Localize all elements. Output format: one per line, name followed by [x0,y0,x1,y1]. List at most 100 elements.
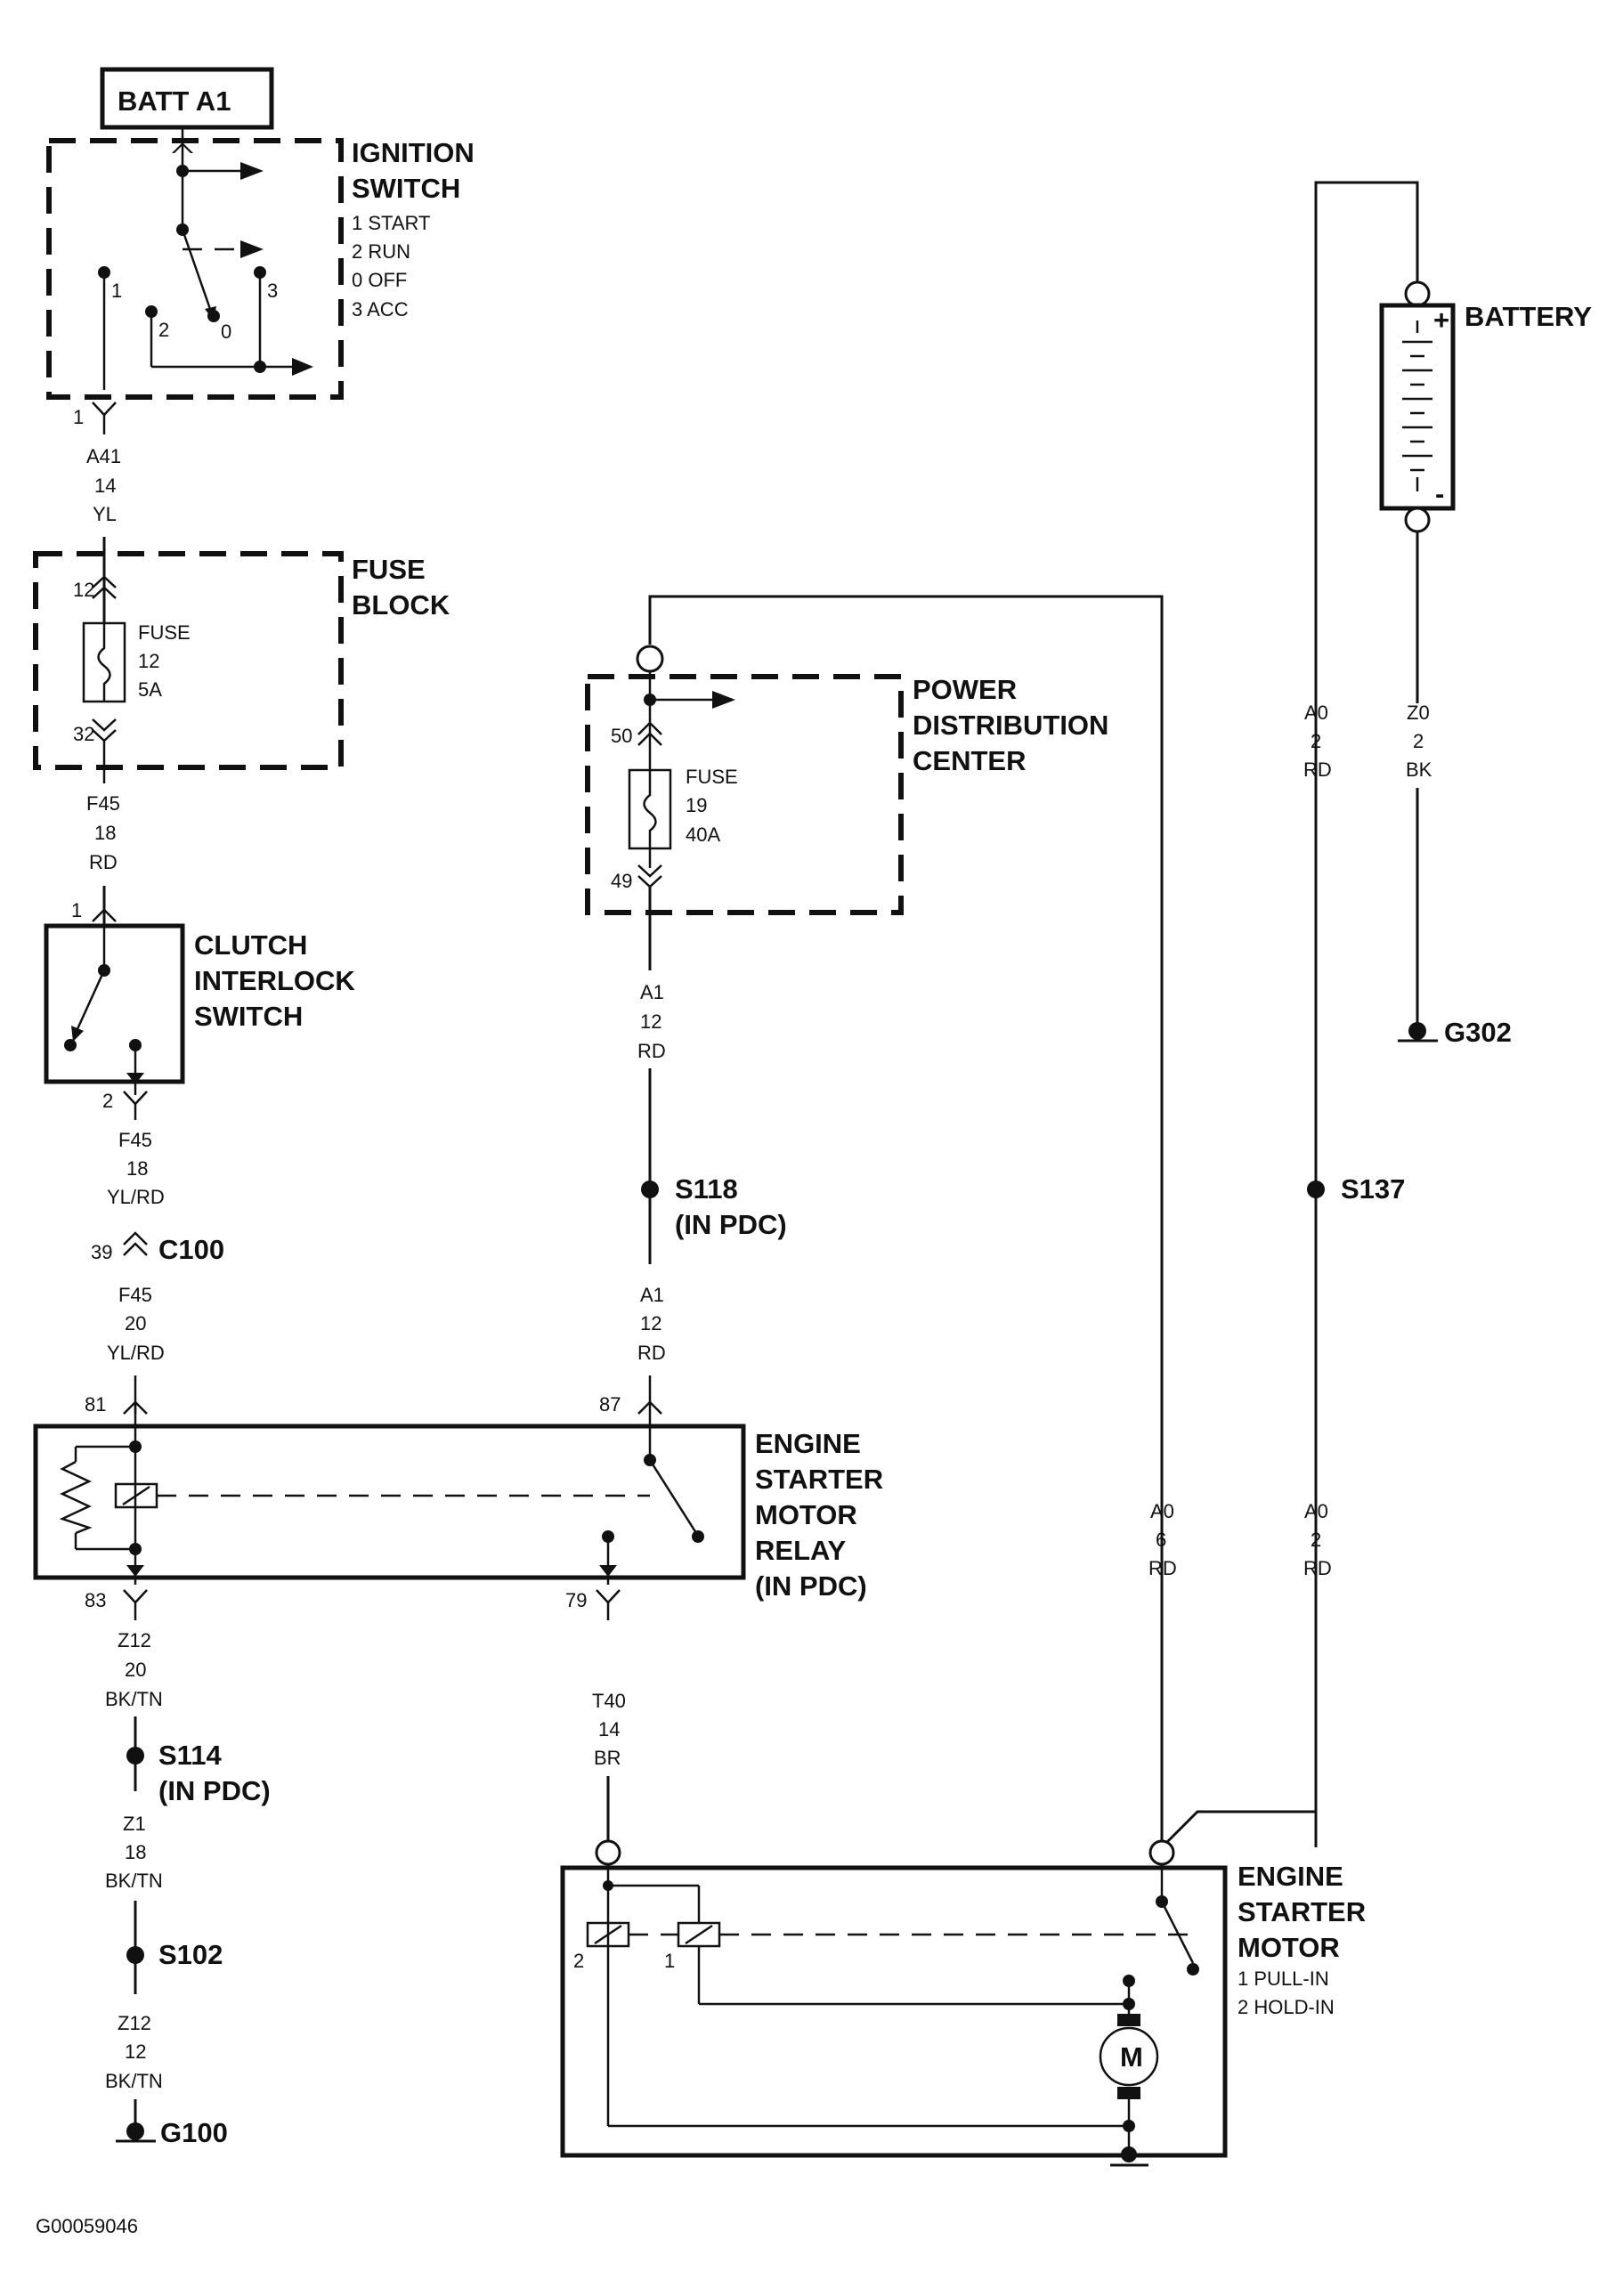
wire-z1-color: BK/TN [105,1870,163,1892]
wire-z12-a-gauge: 20 [125,1659,146,1681]
wire-a1-b-circuit: A1 [640,1284,664,1306]
starter-motor-title-2: STARTER [1238,1896,1366,1927]
battery-minus-sign: - [1435,478,1444,509]
wire-z12-a-color: BK/TN [105,1688,163,1710]
wire-a0-6-circuit: A0 [1150,1500,1174,1522]
wire-f45-c-color: YL/RD [107,1342,165,1364]
fuse-block-pin-in: 12 [73,579,94,601]
wire-a1-a-color: RD [637,1040,666,1062]
fuse-block-title-1: FUSE [352,554,426,585]
ignition-switch-title-1: IGNITION [352,137,475,168]
splice-s137-label: S137 [1341,1173,1405,1205]
fuse-block-title-2: BLOCK [352,589,450,621]
wire-a0-2-battery-positive [1314,181,1419,1847]
pdc-title-1: POWER [913,674,1017,705]
c100-pin: 39 [91,1241,112,1263]
ignition-switch-title-2: SWITCH [352,173,460,204]
relay-connector-83 [123,1589,148,1620]
pdc-bus-terminal [636,645,664,673]
clutch-switch-outline [44,923,185,1084]
wire-f45-b-circuit: F45 [118,1129,152,1151]
wire-z0-circuit: Z0 [1407,702,1430,724]
starter-relay-outline [33,1424,746,1580]
ground-g302-symbol [1398,1022,1438,1043]
wire-t40-color: BR [594,1747,621,1769]
fuse-block-outline [33,551,344,770]
relay-title-1: ENGINE [755,1428,861,1459]
battery-title: BATTERY [1465,301,1592,332]
clutch-switch-title-2: INTERLOCK [194,965,355,996]
relay-title-2: STARTER [755,1464,883,1495]
pdc-pin-out: 49 [611,870,632,892]
c100-label: C100 [158,1234,224,1265]
relay-contact-87 [599,1375,704,1585]
wire-a0-2-top-circuit: A0 [1304,702,1328,724]
wire-f45-a-gauge: 18 [94,822,116,844]
splice-s137 [1307,1180,1325,1198]
pdc-title-2: DISTRIBUTION [913,710,1108,741]
wire-a0-6-feed [648,595,1164,1847]
splice-s118-note: (IN PDC) [675,1209,787,1240]
starter-coil-2-label: 2 [573,1950,584,1972]
figure-id: G00059046 [36,2215,138,2237]
fuse-19-label: FUSE [686,766,738,788]
pdc-pin-in: 50 [611,725,632,747]
fuse-12-number: 12 [138,650,159,672]
ignition-position-acc: 3 ACC [352,298,409,320]
ignition-switch-contacts [98,127,313,390]
clutch-connector-in [92,908,117,922]
wire-z12-a-circuit: Z12 [118,1629,151,1651]
relay-title-5: (IN PDC) [755,1570,867,1602]
clutch-switch-title-1: CLUTCH [194,929,307,961]
ignition-pin-3: 3 [267,280,278,302]
battery-negative-terminal [1404,507,1431,533]
ignition-position-run: 2 RUN [352,240,410,263]
ignition-pin-1: 1 [111,280,122,302]
wire-a0-2-bot-gauge: 2 [1311,1529,1321,1551]
wire-z12-b-gauge: 12 [125,2040,146,2063]
clutch-pin-in: 1 [71,899,82,921]
fuse-19-rating: 40A [686,823,720,846]
connector-ignition-out [92,402,117,434]
wire-a0-6-gauge: 6 [1156,1529,1166,1551]
ground-g302-label: G302 [1444,1017,1512,1048]
ignition-connector-pin: 1 [73,406,84,428]
starter-motor-m-label: M [1120,2041,1143,2073]
ground-g100-label: G100 [160,2117,228,2148]
starter-solenoid-terminal [595,1839,621,1866]
splice-s114-note: (IN PDC) [158,1775,271,1806]
battery-positive-terminal [1404,280,1431,307]
splice-s114 [126,1747,144,1765]
wire-a1-b-gauge: 12 [640,1312,661,1335]
wire-a0-2-bot-circuit: A0 [1304,1500,1328,1522]
battery-plus-sign: + [1433,304,1449,336]
ignition-switch-outline [46,138,344,400]
pdc-title-3: CENTER [913,745,1026,776]
wire-t40-gauge: 14 [598,1718,620,1740]
relay-pin-83: 83 [85,1589,106,1611]
relay-coil-circuit [59,1405,650,1585]
wire-a41-circuit: A41 [86,445,121,467]
fuse-19-number: 19 [686,794,707,816]
relay-title-4: RELAY [755,1535,847,1566]
clutch-pin-out: 2 [102,1090,113,1112]
starter-battery-terminal [1148,1839,1175,1866]
wire-f45-b-gauge: 18 [126,1157,148,1180]
battery-cells [1402,320,1432,491]
wire-z0-gauge: 2 [1413,730,1424,752]
fuse-12-rating: 5A [138,678,162,701]
ground-g100-symbol [116,2122,156,2143]
wire-a41-gauge: 14 [94,475,116,497]
wire-a0-2-to-starter [1160,1810,1318,1849]
wire-f45-b-color: YL/RD [107,1186,165,1208]
fuse-block-pin-out: 32 [73,723,94,745]
pdc-outline [585,674,904,915]
starter-motor-title-3: MOTOR [1238,1932,1340,1963]
wire-t40-circuit: T40 [592,1690,626,1712]
splice-s114-label: S114 [158,1740,222,1771]
ignition-position-off: 0 OFF [352,269,407,291]
batt-a1-label: BATT A1 [118,85,231,117]
clutch-switch-title-3: SWITCH [194,1001,303,1032]
wire-a41-color: YL [93,503,117,525]
